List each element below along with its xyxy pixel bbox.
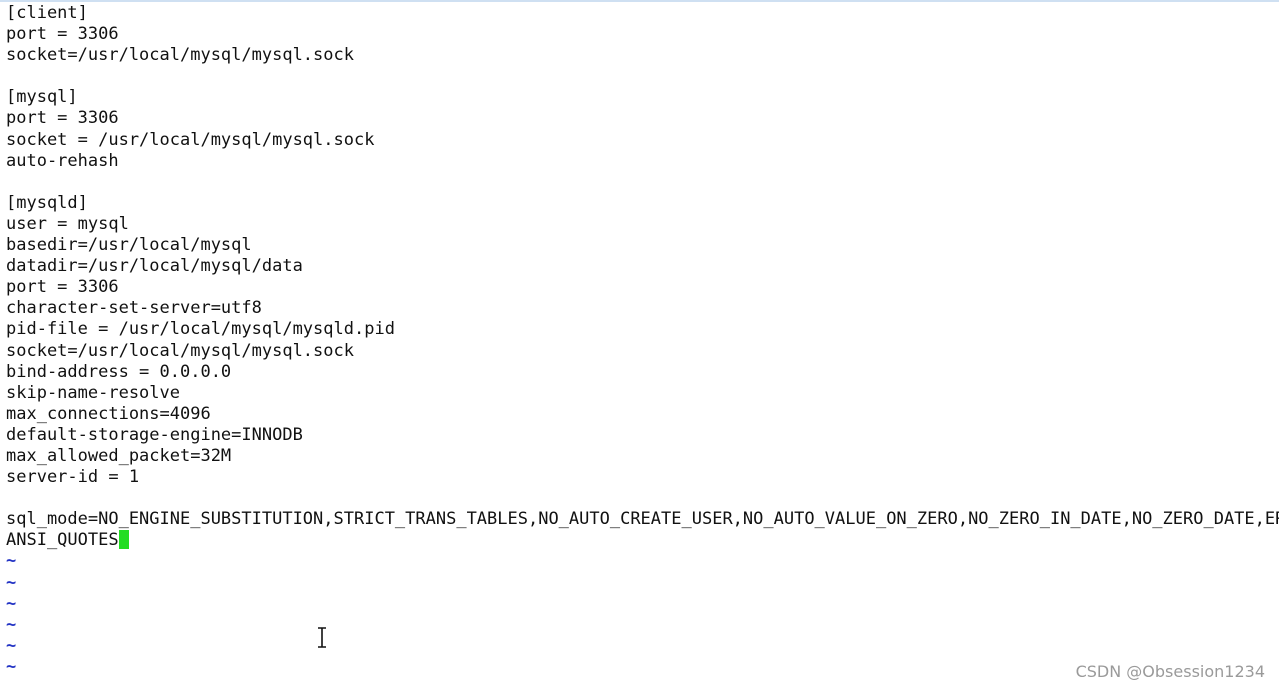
empty-line-marker: ~ <box>6 572 17 593</box>
code-line: port = 3306 <box>6 108 119 129</box>
code-line: socket=/usr/local/mysql/mysql.sock <box>6 45 354 66</box>
text-cursor <box>118 530 129 550</box>
text-ibeam-icon <box>318 627 326 648</box>
code-line <box>6 172 1279 193</box>
vim-editor-buffer[interactable]: [client] port = 3306 socket=/usr/local/m… <box>6 3 1279 687</box>
code-line: [mysql] <box>6 87 78 108</box>
empty-line-marker: ~ <box>6 635 17 656</box>
code-line: [client] <box>6 3 88 23</box>
code-line <box>6 66 1279 87</box>
code-line: character-set-server=utf8 <box>6 298 262 319</box>
code-line <box>6 488 1279 509</box>
empty-line-marker: ~ <box>6 551 17 572</box>
code-line: port = 3306 <box>6 277 119 298</box>
empty-line-marker: ~ <box>6 614 17 635</box>
code-line: pid-file = /usr/local/mysql/mysqld.pid <box>6 319 395 340</box>
code-line: port = 3306 <box>6 24 119 45</box>
code-line: bind-address = 0.0.0.0 <box>6 361 232 382</box>
code-line: [mysqld] <box>6 192 88 213</box>
empty-line-marker: ~ <box>6 656 17 677</box>
code-line: max_connections=4096 <box>6 403 211 424</box>
window-top-border <box>0 0 1279 2</box>
cursor-line-text: ANSI_QUOTES <box>6 530 119 551</box>
code-line: user = mysql <box>6 213 129 234</box>
code-line: basedir=/usr/local/mysql <box>6 235 252 256</box>
code-line: datadir=/usr/local/mysql/data <box>6 256 303 277</box>
code-line: max_allowed_packet=32M <box>6 445 232 466</box>
code-line: skip-name-resolve <box>6 382 180 403</box>
code-line-cursor: ANSI_QUOTES <box>6 530 1279 551</box>
watermark: CSDN @Obsession1234 <box>1075 662 1265 681</box>
code-line-sql-mode: sql_mode=NO_ENGINE_SUBSTITUTION,STRICT_T… <box>6 509 1279 530</box>
code-line: server-id = 1 <box>6 467 140 488</box>
empty-line-marker: ~ <box>6 593 17 614</box>
code-line: auto-rehash <box>6 150 119 171</box>
code-line: socket = /usr/local/mysql/mysql.sock <box>6 129 375 150</box>
code-line: socket=/usr/local/mysql/mysql.sock <box>6 340 354 361</box>
code-line: default-storage-engine=INNODB <box>6 424 303 445</box>
